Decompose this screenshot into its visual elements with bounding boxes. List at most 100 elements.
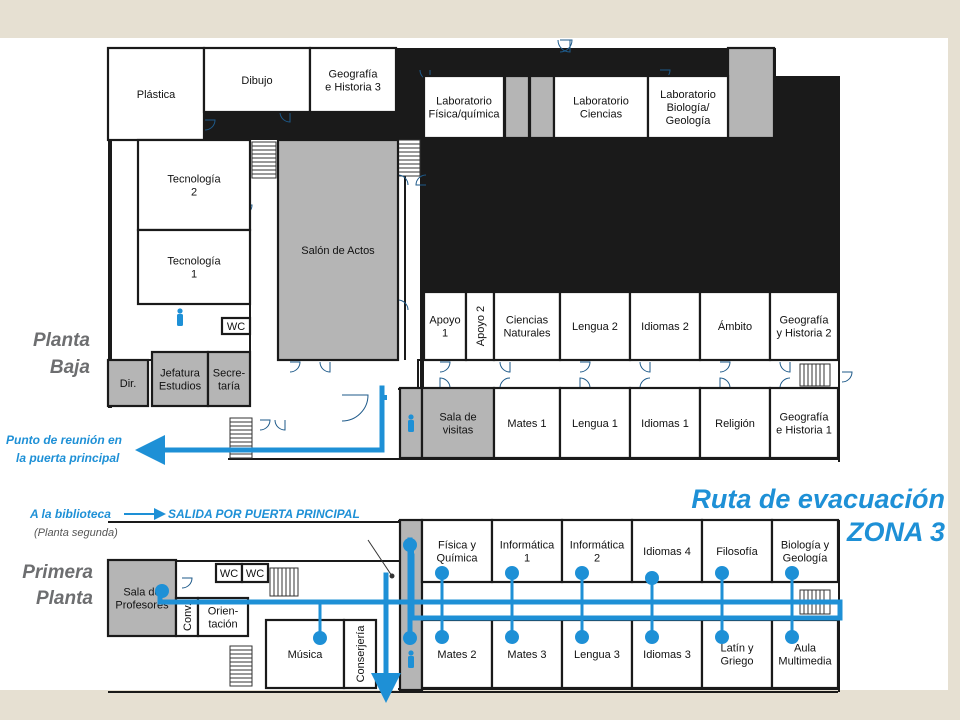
- door-icon: [289, 361, 301, 373]
- floor-label-first: Planta: [36, 588, 93, 609]
- room-label: 2: [191, 187, 197, 199]
- room-label: Jefatura: [160, 368, 201, 380]
- room-idiomas1: Idiomas 1: [628, 386, 702, 460]
- door-icon: [579, 361, 591, 373]
- room-box: [492, 290, 562, 362]
- room-box: [700, 518, 774, 584]
- route-title: Ruta de evacuación: [691, 484, 945, 514]
- room-box: [342, 618, 378, 690]
- room-label: Mates 3: [507, 649, 546, 661]
- main-exit-note: SALIDA POR PUERTA PRINCIPAL: [168, 507, 360, 521]
- room-label: visitas: [443, 425, 474, 437]
- route-line: [135, 397, 385, 465]
- room-box: [646, 74, 730, 140]
- room-wc_a: WC: [214, 562, 244, 584]
- room-box: [150, 350, 210, 408]
- room-musica: Música: [264, 618, 346, 690]
- service-block: [503, 74, 531, 140]
- wall: [838, 292, 840, 462]
- room-label: Idiomas 2: [641, 321, 689, 333]
- door-icon: [499, 361, 511, 373]
- floor-label-first: Primera: [22, 562, 93, 583]
- room-box: [768, 290, 840, 362]
- room-label: Física/química: [429, 109, 501, 121]
- room-label: e Historia 1: [776, 425, 832, 437]
- door-icon: [639, 361, 651, 373]
- door-icon: [557, 39, 571, 53]
- room-conserjeria: Conserjería: [342, 618, 378, 690]
- room-label: Lengua 2: [572, 321, 618, 333]
- room-box: [136, 138, 252, 232]
- room-label: WC: [220, 568, 238, 580]
- person-icon: [408, 414, 414, 432]
- stairs-icon: [251, 141, 277, 179]
- route-node: [505, 566, 519, 580]
- room-box: [206, 350, 252, 408]
- service-block: [528, 74, 556, 140]
- zone-title: ZONA 3: [846, 517, 945, 547]
- room-mates1: Mates 1: [492, 386, 562, 460]
- room-label: Biología y: [781, 540, 830, 552]
- library-note: A la biblioteca: [29, 507, 111, 521]
- room-idiomas3: Idiomas 3: [630, 618, 704, 690]
- door-icon: [559, 39, 573, 53]
- door-icon: [779, 377, 791, 389]
- service-block: [726, 46, 776, 140]
- room-label: Laboratorio: [660, 89, 716, 101]
- room-label: Geología: [783, 553, 829, 565]
- room-label: Multimedia: [778, 656, 832, 668]
- room-label: e Historia 3: [325, 82, 381, 94]
- room-box: [558, 290, 632, 362]
- room-label: Secre-: [213, 368, 246, 380]
- room-filosofia: Filosofía: [700, 518, 774, 584]
- wall: [420, 288, 424, 458]
- room-label: taría: [218, 381, 241, 393]
- room-label: Orien-: [208, 606, 239, 618]
- room-box: [422, 290, 468, 362]
- door-icon: [319, 361, 331, 373]
- room-label: Profesores: [115, 600, 169, 612]
- room-apoyo2: Apoyo 2: [464, 290, 496, 362]
- room-label: Dibujo: [241, 75, 272, 87]
- room-label: Plástica: [137, 89, 176, 101]
- door-icon: [204, 119, 216, 131]
- room-label: Tecnología: [167, 174, 221, 186]
- room-secretaria: Secre-taría: [206, 350, 252, 408]
- pointer-line: [367, 539, 393, 577]
- room-label: Religión: [715, 418, 755, 430]
- door-icon: [841, 371, 853, 383]
- room-label: tación: [208, 619, 237, 631]
- door-icon: [719, 377, 731, 389]
- room-label: Ciencias: [506, 315, 549, 327]
- room-label: Química: [437, 553, 479, 565]
- door-icon: [439, 361, 451, 373]
- room-box: [136, 228, 252, 306]
- room-label: Apoyo: [429, 315, 460, 327]
- room-box: [628, 386, 702, 460]
- room-box: [422, 74, 506, 140]
- room-box: [308, 46, 398, 114]
- room-wc: WC: [220, 316, 252, 336]
- meeting-point-note: Punto de reunión en: [6, 433, 122, 447]
- room-label: Lengua 1: [572, 418, 618, 430]
- route-node: [435, 630, 449, 644]
- room-lengua3: Lengua 3: [560, 618, 634, 690]
- door-icon: [279, 111, 291, 123]
- room-ambito: Ámbito: [698, 290, 772, 362]
- room-label: Dir.: [120, 378, 137, 390]
- route-node: [403, 631, 417, 645]
- door-icon: [397, 299, 409, 311]
- room-label: WC: [227, 321, 245, 333]
- room-label: Informática: [570, 540, 625, 552]
- room-label: Mates 2: [437, 649, 476, 661]
